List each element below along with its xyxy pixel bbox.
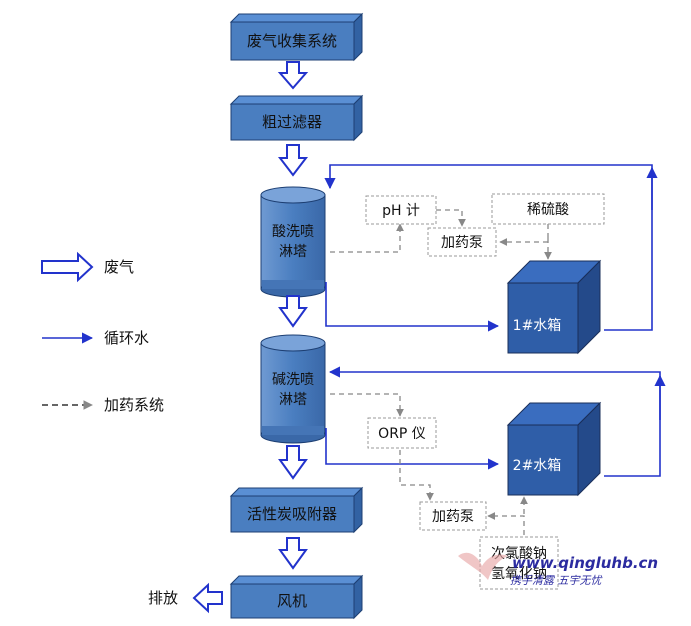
tank2-return-line [328,366,661,477]
gas-collection-label: 废气收集系统 [247,32,337,50]
circulating-water-loops [324,164,666,477]
sulfuric-to-pump1-line [499,224,549,246]
watermark-site: www.qingluhb.cn [512,554,658,572]
alkali-tower-label-line1: 碱洗喷 [272,372,314,388]
orp-meter-label: ORP 仪 [378,426,426,442]
alkali-tower-to-tank2-line [325,428,500,470]
orp-meter-box: ORP 仪 [367,417,437,449]
dosing-pump-2-box: 加药泵 [419,501,487,531]
fan-box: 风机 [229,574,364,620]
exhaust-arrow-4 [278,445,308,480]
acid-scrubber-tower: 酸洗喷 淋塔 [260,186,326,298]
legend-water-label: 循环水 [104,329,149,347]
watermark: www.qingluhb.cn 携手清露 五宇无忧 [458,552,658,587]
pump1-label: 加药泵 [441,235,483,251]
exhaust-arrow-1 [277,61,309,90]
orp-to-pump2-line [399,450,434,501]
legend-exhaust-arrow [41,251,94,283]
alkali-tower-label-line2: 淋塔 [279,392,307,408]
legend: 废气 循环水 加药系统 [41,251,164,414]
tank1-return-line [324,164,653,331]
discharge-label: 排放 [148,589,178,607]
ph-meter-box: pH 计 [365,195,437,225]
dosing-boxes: pH 计 加药泵 稀硫酸 ORP 仪 加药泵 次氯酸钠 氢氧化钠 [365,193,605,590]
acid-tower-label-line2: 淋塔 [279,244,307,260]
alkali-scrubber-tower: 碱洗喷 淋塔 [260,334,326,444]
activated-carbon-box: 活性炭吸附器 [229,486,364,534]
gas-collection-box: 废气收集系统 [229,12,364,62]
watermark-bird-logo [458,552,508,580]
legend-exhaust-label: 废气 [104,258,134,276]
acid-tower-label-line1: 酸洗喷 [272,224,314,240]
coarse-filter-label: 粗过滤器 [262,113,322,131]
coarse-filter-box: 粗过滤器 [229,94,364,142]
watermark-slogan: 携手清露 五宇无忧 [510,574,603,587]
ph-to-pump1-line [436,209,466,227]
exhaust-flow-arrows [192,61,309,614]
exhaust-arrow-3 [278,295,308,328]
dosing-pump-1-box: 加药泵 [427,227,497,257]
dosing-lines [330,209,552,535]
hypochlorite-label-line2: 氢氧化钠 [491,566,547,582]
sulfuric-acid-box: 稀硫酸 [491,193,605,225]
fan-label: 风机 [277,592,307,610]
activated-carbon-label: 活性炭吸附器 [247,505,337,523]
hypochlorite-to-pump2-line [487,512,525,535]
hypochlorite-label-line1: 次氯酸钠 [491,546,547,562]
tank1-label: 1#水箱 [513,318,562,334]
water-tank-2: 2#水箱 [506,401,602,497]
acid-tower-to-tank1-line [325,282,500,332]
exhaust-arrow-5 [278,537,308,570]
ph-meter-label: pH 计 [382,203,420,219]
alkali-tower-to-orp-line [330,393,404,417]
pump2-label: 加药泵 [432,509,474,525]
acid-tower-to-ph-line [330,223,404,253]
exhaust-arrow-2 [277,144,309,177]
water-tank-1: 1#水箱 [506,259,602,355]
sulfuric-acid-label: 稀硫酸 [527,202,569,218]
legend-dosing-label: 加药系统 [104,396,164,414]
discharge-arrow [192,582,223,614]
tank2-label: 2#水箱 [513,458,562,474]
